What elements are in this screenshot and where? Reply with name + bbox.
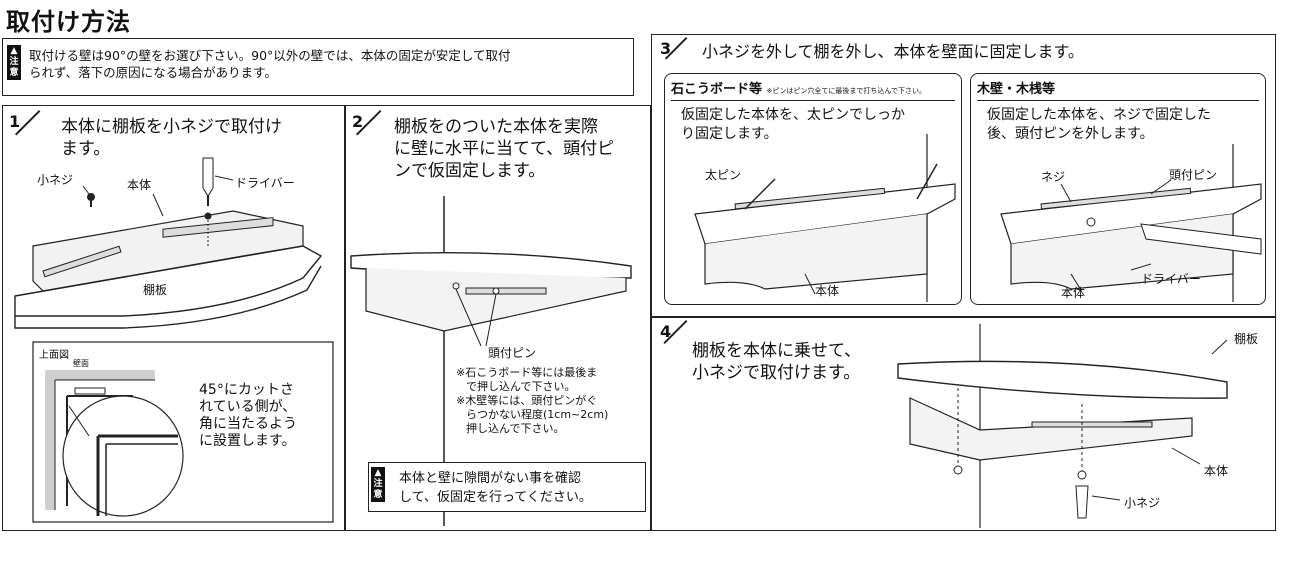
gypsum-illustration — [694, 134, 956, 302]
pin-note-1b: で押し込んで下さい。 — [466, 380, 576, 393]
top-view-title: 上面図 — [39, 350, 69, 361]
page-title: 取付け方法 — [6, 8, 131, 36]
step2-warning-2: して、仮固定を行ってください。 — [399, 490, 592, 505]
wood-label-driver: ドライバー — [1141, 272, 1201, 286]
step3-number: 3 — [660, 39, 672, 58]
step4-label-body: 本体 — [1204, 464, 1229, 478]
warning-line-1: 取付ける壁は90°の壁をお選び下さい。90°以外の壁では、本体の固定が安定して取… — [29, 48, 511, 63]
step4-text-2: 小ネジで取付けます。 — [692, 363, 861, 383]
step2-warning-1: 本体と壁に隙間がない事を確認 — [399, 471, 582, 486]
label-driver: ドライバー — [235, 176, 295, 190]
wood-text-2: 後、頭付ピンを外します。 — [987, 126, 1154, 142]
step2-panel: 2 棚板をのついた本体を実際 に壁に水平に当てて、頭付ピ ンで仮固定します。 頭… — [345, 105, 651, 531]
step2-text-3: ンで仮固定します。 — [394, 161, 546, 181]
gypsum-heading: 石こうボード等 ※ピンはピン穴全てに最後まで打ち込んで下さい。 — [671, 78, 955, 101]
wall-label: 壁面 — [73, 359, 89, 368]
top-view-note-3: 角に当たるよう — [199, 416, 297, 432]
step4-panel: 4 棚板を本体に乗せて、 小ネジで取付けます。 棚板 本体 小ネジ — [651, 317, 1276, 531]
pin-note-2a: ※木壁等には、頭付ピンがぐ — [456, 394, 598, 407]
step2-text-2: に壁に水平に当てて、頭付ピ — [394, 139, 615, 159]
wood-text-1: 仮固定した本体を、ネジで固定した — [987, 107, 1211, 123]
step1-text-1: 本体に棚板を小ネジで取付け — [61, 117, 282, 137]
pin-note-2b: らつかない程度(1cm~2cm) — [466, 408, 609, 421]
label-shelf: 棚板 — [143, 283, 168, 297]
gypsum-heading-note: ※ピンはピン穴全てに最後まで打ち込んで下さい。 — [766, 87, 927, 95]
wood-label-screw: ネジ — [1041, 170, 1066, 184]
caution-icon: ▲注意 — [371, 467, 385, 502]
step4-text-1: 棚板を本体に乗せて、 — [692, 341, 862, 361]
step1-panel: 1 本体に棚板を小ネジで取付け ます。 — [2, 105, 345, 531]
gypsum-label-pin: 太ピン — [705, 168, 742, 182]
step3-panel: 3 小ネジを外して棚を外し、本体を壁面に固定します。 石こうボード等 ※ピンはピ… — [651, 34, 1276, 317]
gypsum-label-body: 本体 — [815, 284, 840, 298]
caution-icon: ▲注意 — [7, 45, 21, 80]
pin-note-2c: 押し込んで下さい。 — [466, 422, 565, 435]
step2-number: 2 — [352, 112, 364, 131]
top-warning-box: ▲注意 取付ける壁は90°の壁をお選び下さい。90°以外の壁では、本体の固定が安… — [2, 38, 634, 96]
wood-subpanel: 木壁・木桟等 仮固定した本体を、ネジで固定した 後、頭付ピンを外します。 ネジ … — [970, 73, 1266, 305]
step4-number: 4 — [660, 322, 672, 341]
step1-shelf-illustration — [14, 157, 334, 523]
step2-text-1: 棚板をのついた本体を実際 — [394, 117, 598, 137]
top-view-note-4: に設置します。 — [199, 433, 296, 449]
warning-line-2: られず、落下の原因になる場合があります。 — [29, 65, 277, 80]
step1-text-2: ます。 — [61, 139, 111, 159]
label-body: 本体 — [127, 178, 152, 192]
step4-label-shelf: 棚板 — [1234, 332, 1259, 346]
wood-heading: 木壁・木桟等 — [977, 78, 1259, 101]
step2-warning-box: ▲注意 本体と壁に隙間がない事を確認 して、仮固定を行ってください。 — [368, 462, 646, 512]
step4-label-screw: 小ネジ — [1124, 496, 1161, 510]
step3-text: 小ネジを外して棚を外し、本体を壁面に固定します。 — [702, 42, 1084, 61]
gypsum-text-2: り固定します。 — [681, 126, 778, 142]
top-view-note-2: れている側が、 — [199, 399, 297, 415]
gypsum-subpanel: 石こうボード等 ※ピンはピン穴全てに最後まで打ち込んで下さい。 仮固定した本体を… — [664, 73, 962, 305]
step1-number: 1 — [9, 112, 21, 131]
top-view-note-1: 45°にカットさ — [199, 382, 294, 398]
step4-illustration — [897, 324, 1228, 528]
label-screw: 小ネジ — [37, 173, 74, 187]
gypsum-text-1: 仮固定した本体を、太ピンでしっか — [681, 107, 905, 123]
wood-illustration — [1000, 144, 1262, 302]
pin-note-1a: ※石こうボード等には最後ま — [456, 366, 598, 379]
wood-label-pin: 頭付ピン — [1169, 168, 1218, 182]
wood-label-body: 本体 — [1061, 286, 1086, 300]
label-pin: 頭付ピン — [488, 346, 537, 360]
